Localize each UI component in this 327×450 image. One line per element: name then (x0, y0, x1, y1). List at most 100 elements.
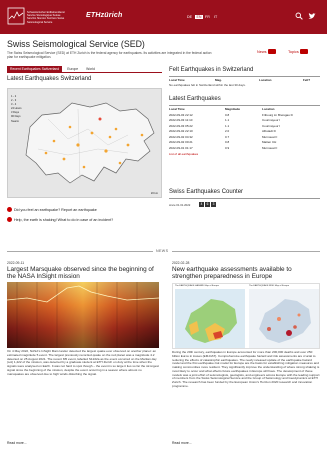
row-loc: Courmayeur I (262, 123, 281, 128)
row-time: 2022-09-03 22:12 (169, 112, 193, 117)
hazard-map-caption: The EARTHQUAKE HAZARD Map of Europe (175, 285, 219, 287)
tab-underline (7, 71, 162, 73)
counter-label: since 01.01.2022 (169, 203, 191, 207)
twitter-icon[interactable] (308, 12, 316, 20)
legend-24h: 24 Hours (11, 107, 22, 111)
quake-marker[interactable] (68, 125, 72, 129)
tab-europe[interactable]: Europe (67, 67, 79, 72)
earthquake-map[interactable]: 1 - 2 2 - 3 3 - 4 24 Hours 3 Days 90 Day… (7, 88, 162, 198)
quake-marker[interactable] (118, 161, 122, 165)
row-mag: 1.1 (225, 118, 230, 122)
felt-rule (169, 75, 320, 76)
row-time: 2022-09-03 11:10 (169, 118, 193, 122)
marsquake-spectrogram-image[interactable] (7, 282, 159, 348)
row-loc: Murnouat F (262, 145, 278, 150)
row-time: 2022-09-02 22:10 (169, 129, 193, 133)
earthquake-tabs: Recent Earthquakes Switzerland Europe Wo… (7, 66, 98, 73)
quake-markers (44, 117, 144, 169)
news-text: During the 20th century, earthquakes in … (172, 350, 320, 388)
row-loc: Courmayeur I (262, 118, 281, 122)
quake-marker[interactable] (90, 131, 94, 135)
news-link[interactable]: News (257, 49, 276, 54)
quake-marker[interactable] (140, 133, 144, 137)
quake-marker[interactable] (76, 143, 80, 147)
page-subtitle: The Swiss Seismological Service (SED) at… (7, 51, 212, 59)
row-time: 2022-09-03 05:22 (169, 123, 193, 128)
quake-marker[interactable] (52, 139, 56, 143)
quake-marker[interactable] (44, 151, 48, 155)
map-legend: 1 - 2 2 - 3 3 - 4 24 Hours 3 Days 90 Day… (11, 95, 22, 124)
row-mag: 0.7 (225, 134, 230, 139)
help-icon (7, 217, 12, 222)
lang-it[interactable]: IT (214, 15, 218, 19)
eth-logo[interactable]: ETHzürich (86, 12, 123, 19)
row-mag: 0.8 (225, 112, 230, 117)
row-loc: Matten CH (262, 140, 277, 144)
row-mag: 0.9 (225, 145, 230, 150)
report-text: Did you feel an earthquake? Report an ea… (14, 207, 97, 212)
row-mag: 2.0 (225, 129, 230, 133)
latest-col-location: Location (262, 107, 275, 111)
row-loc: Murnouat F (262, 134, 278, 139)
quake-marker[interactable] (126, 143, 130, 147)
lang-en[interactable]: EN (195, 14, 203, 19)
row-time: 2022-09-01 01:17 (169, 145, 193, 150)
sed-logo-icon[interactable] (7, 7, 25, 25)
help-text: Help, the earth is shaking! What to do i… (14, 217, 114, 222)
tab-world[interactable]: World (86, 67, 95, 72)
news-title: Largest Marsquake observed since the beg… (7, 266, 154, 280)
felt-col-time: Local Time (169, 78, 185, 82)
quake-marker[interactable] (104, 149, 108, 153)
search-icon[interactable] (295, 12, 303, 20)
all-earthquakes-link[interactable]: List of all earthquakes (169, 152, 199, 156)
news-date: 2022-02-28 (172, 261, 190, 265)
report-icon (7, 207, 12, 212)
counter-heading: Swiss Earthquakes Counter (169, 189, 244, 195)
latest-rule (169, 104, 320, 105)
latest-heading: Latest Earthquakes (169, 96, 221, 102)
news-read-more[interactable]: Read more... (172, 441, 192, 445)
quake-marker[interactable] (98, 117, 102, 121)
tab-recent-switzerland[interactable]: Recent Earthquakes Switzerland (7, 66, 63, 73)
risk-map-graphic (249, 289, 319, 348)
quake-marker[interactable] (114, 127, 118, 131)
row-mag: 1.1 (225, 123, 230, 128)
site-header: Schweizerischer Erdbebendienst Service S… (0, 0, 327, 34)
lang-fr[interactable]: FR (205, 15, 210, 19)
lang-de[interactable]: DE (187, 15, 192, 19)
legend-swarm: Swarm (11, 119, 20, 123)
latest-col-time: Local Time (169, 107, 185, 111)
legend-3d: 3 Days (11, 111, 20, 115)
topics-link[interactable]: Topics (288, 49, 309, 54)
quake-marker[interactable] (108, 135, 112, 139)
legend-mag-1-2: 1 - 2 (11, 95, 17, 98)
report-earthquake-link[interactable]: Did you feel an earthquake? Report an ea… (7, 207, 97, 212)
felt-note: No earthquakes felt in Switzerland withi… (169, 82, 246, 87)
legend-mag-3-4: 3 - 4 (11, 103, 17, 107)
legend-mag-2-3: 2 - 3 (11, 99, 17, 103)
counter-digit: 6 (205, 202, 210, 207)
quake-marker[interactable] (62, 157, 66, 161)
topics-link-label: Topics (288, 49, 299, 54)
news-read-more[interactable]: Read more... (7, 441, 27, 445)
felt-col-felt: Felt? (303, 78, 311, 82)
page-title: Swiss Seismological Service (SED) (7, 39, 145, 49)
help-link[interactable]: Help, the earth is shaking! What to do i… (7, 217, 113, 222)
felt-heading: Felt Earthquakes in Switzerland (169, 67, 254, 73)
topics-icon (300, 49, 309, 54)
row-time: 2022-09-02 00:21 (169, 140, 193, 144)
risk-map-caption: The EARTHQUAKE RISK Map of Europe (249, 285, 290, 287)
counter-digit: 4 (199, 202, 204, 207)
sed-logo-text: Schweizerischer Erdbebendienst Service S… (27, 11, 65, 24)
news-link-label: News (257, 49, 267, 54)
counter-rule (169, 197, 320, 198)
quake-marker[interactable] (82, 165, 86, 169)
latest-col-mag: Magnitude (225, 107, 240, 111)
hazard-map-graphic (175, 289, 245, 348)
news-icon (268, 49, 276, 54)
switzerland-map-graphic (25, 102, 155, 184)
felt-col-mag: Mag. (215, 78, 222, 82)
map-scale: 20 km (150, 192, 158, 195)
europe-maps-image[interactable]: The EARTHQUAKE HAZARD Map of Europe The … (172, 283, 320, 349)
